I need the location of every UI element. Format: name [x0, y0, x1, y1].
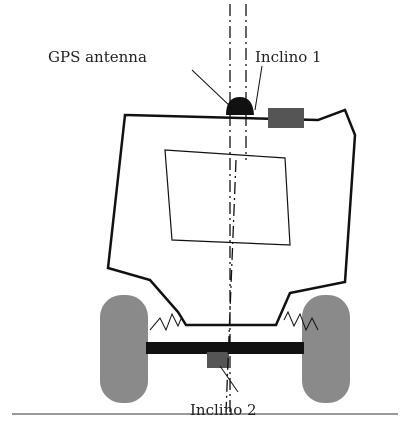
gps-antenna-leader	[191, 69, 233, 109]
inclino-1-label: Inclino 1	[255, 48, 322, 66]
axle	[146, 342, 304, 354]
right-spring	[283, 310, 319, 332]
right-wheel	[302, 295, 350, 403]
gps-antenna-icon	[226, 97, 254, 115]
inclinometer-2-sensor	[207, 352, 229, 368]
gps-antenna-label: GPS antenna	[48, 48, 147, 66]
cabin-window	[164, 149, 291, 246]
inclinometer-1-sensor	[268, 108, 304, 128]
inclino-1-leader	[254, 65, 263, 111]
left-wheel	[100, 295, 148, 403]
tilted-axis-line	[225, 159, 237, 413]
inclino-2-leader	[219, 365, 239, 393]
inclino-2-label: Inclino 2	[190, 401, 257, 419]
